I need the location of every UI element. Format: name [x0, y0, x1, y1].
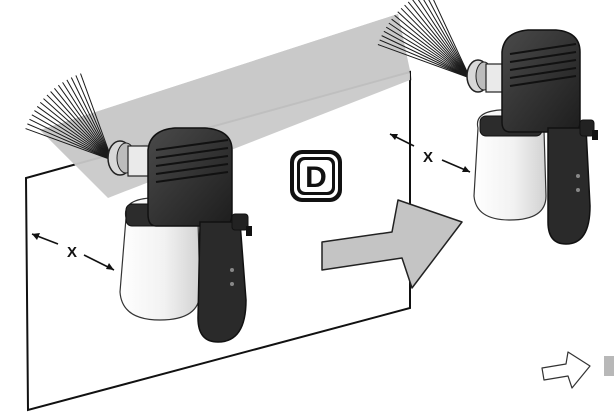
spray-line	[385, 26, 471, 79]
spray-line	[388, 22, 471, 79]
spray-line	[407, 1, 471, 79]
spray-line	[50, 91, 113, 161]
spray-line	[404, 4, 471, 79]
spray-line	[36, 106, 113, 161]
spray-line	[54, 87, 113, 161]
spray-line	[27, 123, 113, 161]
spray-line	[417, 0, 471, 79]
spray-line	[66, 79, 113, 161]
spray-line	[423, 0, 471, 79]
spray-line	[381, 35, 471, 79]
spray-fan-right	[377, 0, 471, 79]
spray-line	[400, 7, 471, 79]
spray-line	[428, 0, 471, 79]
spray-line	[383, 30, 471, 79]
step-badge: D	[290, 150, 342, 202]
distance-label-right: X	[423, 149, 433, 166]
spray-line	[80, 73, 113, 161]
spray-line	[412, 0, 471, 79]
step-letter: D	[305, 161, 327, 194]
spray-line	[379, 39, 471, 79]
spray-gun-left	[107, 127, 252, 343]
spray-line	[43, 98, 113, 161]
spray-line	[39, 102, 113, 161]
spray-line	[70, 77, 113, 161]
spray-gun-right	[466, 29, 598, 245]
spray-line	[29, 118, 113, 161]
spray-line	[62, 82, 113, 161]
spray-line	[34, 110, 113, 161]
next-step-tab	[604, 356, 614, 376]
spray-line	[377, 44, 471, 79]
direction-arrow	[321, 199, 463, 289]
distance-marker-right	[389, 133, 471, 173]
spray-line	[397, 11, 471, 79]
distance-label-left: X	[67, 244, 77, 261]
spray-line	[433, 0, 471, 79]
spray-line	[391, 18, 471, 79]
spray-fan-left	[25, 73, 113, 161]
spray-line	[58, 84, 113, 161]
distance-marker-left	[31, 233, 115, 271]
next-arrow-small	[541, 351, 591, 389]
spray-line	[394, 15, 471, 79]
spray-line	[25, 128, 113, 161]
spray-line	[31, 114, 113, 161]
spray-line	[46, 94, 113, 161]
spray-line	[75, 75, 113, 161]
